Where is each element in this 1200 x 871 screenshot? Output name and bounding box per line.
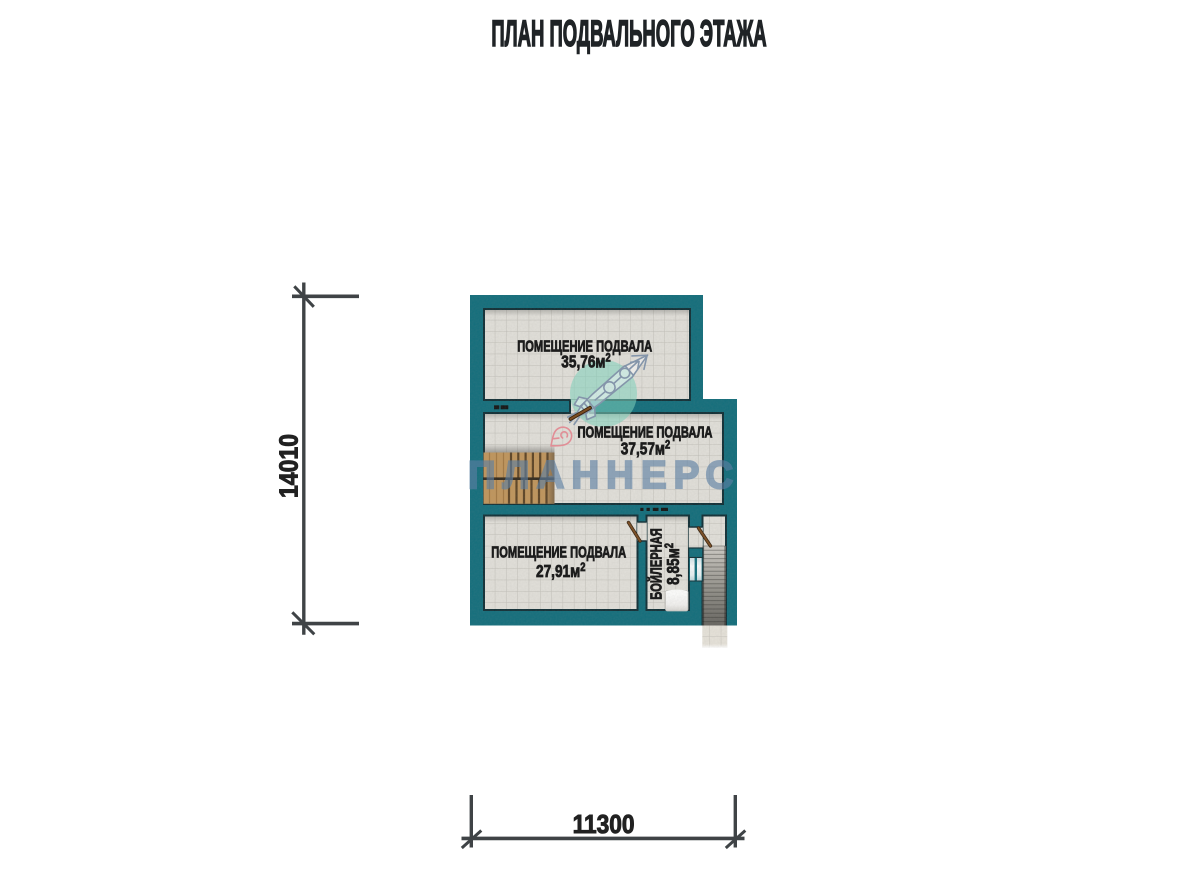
svg-text:БОЙЛЕРНАЯ: БОЙЛЕРНАЯ — [648, 528, 665, 600]
svg-text:ПОМЕЩЕНИЕ ПОДВАЛА: ПОМЕЩЕНИЕ ПОДВАЛА — [517, 338, 652, 355]
svg-text:ПЛАННЕРС: ПЛАННЕРС — [468, 454, 740, 497]
svg-text:ПОМЕЩЕНИЕ ПОДВАЛА: ПОМЕЩЕНИЕ ПОДВАЛА — [578, 424, 713, 441]
svg-text:ПОМЕЩЕНИЕ ПОДВАЛА: ПОМЕЩЕНИЕ ПОДВАЛА — [491, 544, 626, 561]
svg-text:27,91м2: 27,91м2 — [536, 561, 585, 581]
svg-text:35,76м2: 35,76м2 — [561, 351, 610, 371]
svg-text:ПЛАН ПОДВАЛЬНОГО ЭТАЖА: ПЛАН ПОДВАЛЬНОГО ЭТАЖА — [491, 14, 766, 54]
svg-text:8,85м2: 8,85м2 — [663, 543, 683, 585]
svg-text:37,57м2: 37,57м2 — [621, 438, 670, 458]
svg-text:14010: 14010 — [275, 434, 304, 498]
svg-text:11300: 11300 — [573, 810, 635, 839]
